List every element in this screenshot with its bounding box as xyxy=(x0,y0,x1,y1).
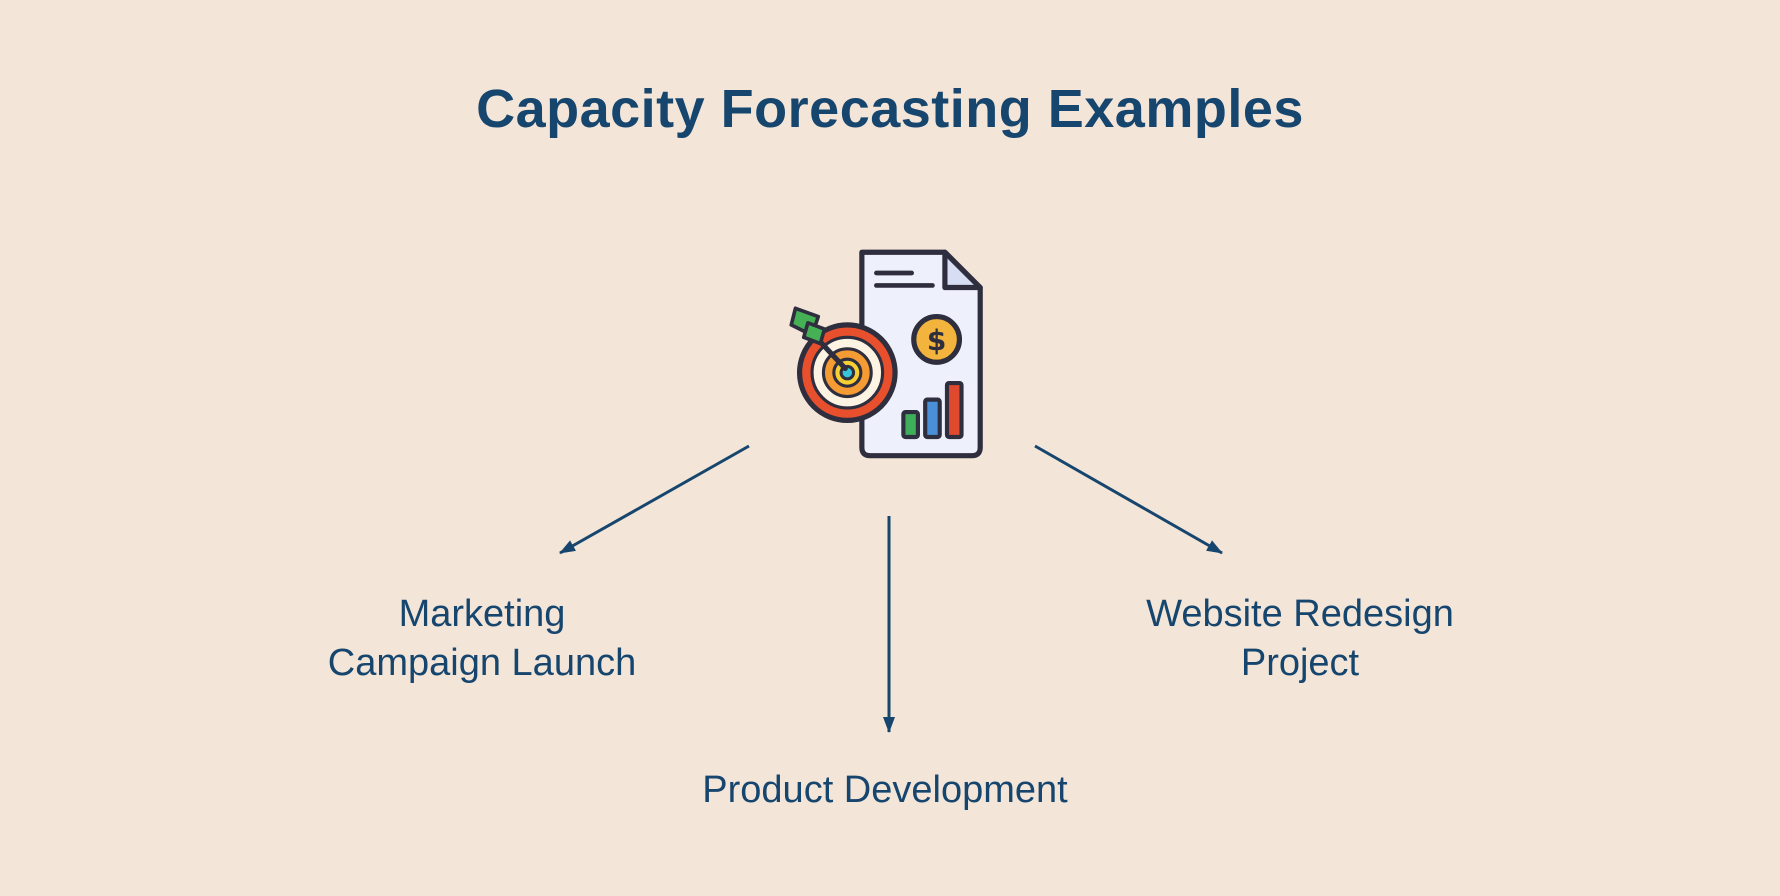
label-line: Product Development xyxy=(702,769,1068,811)
dart-icon xyxy=(789,306,848,372)
label-line: Marketing xyxy=(398,593,566,635)
arrow-to-marketing-campaign-launch xyxy=(559,444,750,555)
forecast-report-icon: $ xyxy=(786,246,1000,464)
label-marketing-campaign-launch: Marketing Campaign Launch xyxy=(328,590,636,689)
page-title: Capacity Forecasting Examples xyxy=(476,79,1304,139)
label-line: Project xyxy=(1240,642,1360,685)
dollar-coin-icon: $ xyxy=(911,313,963,365)
arrow-to-website-redesign-project xyxy=(1034,444,1223,555)
label-line: Website Redesign xyxy=(1146,593,1454,635)
bar-chart-icon xyxy=(901,380,964,440)
svg-text:$: $ xyxy=(927,324,947,357)
document-text-lines-icon xyxy=(874,270,935,288)
label-product-development: Product Development xyxy=(702,766,1067,815)
label-line: Campaign Launch xyxy=(327,642,637,685)
label-website-redesign-project: Website Redesign Project xyxy=(1146,590,1454,689)
forecast-report-icon-svg: $ xyxy=(789,249,983,459)
